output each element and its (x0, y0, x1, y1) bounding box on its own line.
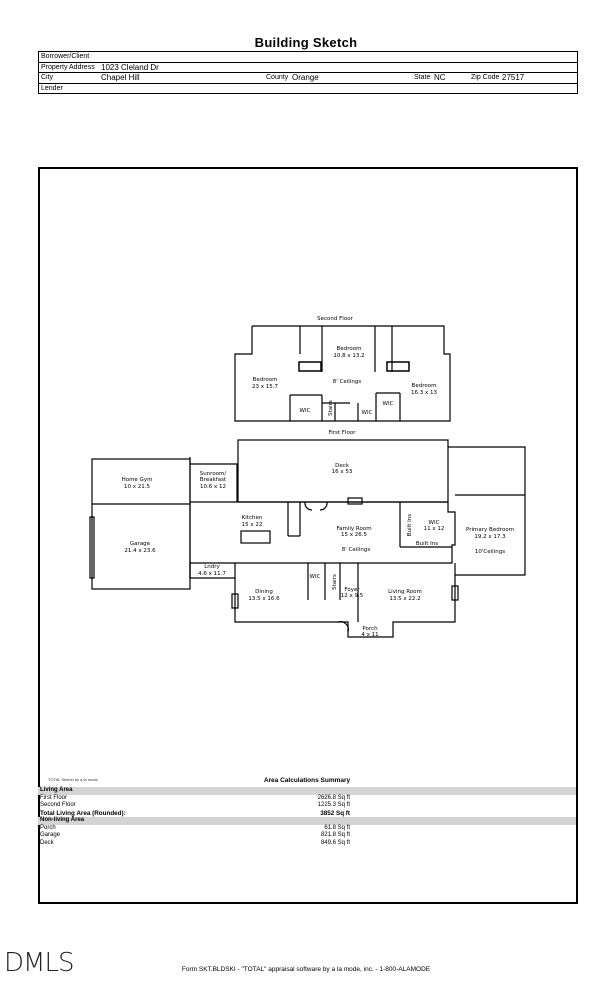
second-floor-label: Second Floor (317, 316, 353, 322)
living-area-header: Living Area (38, 787, 576, 795)
area-calculations-summary: TOTAL Sketch by a la mode Area Calculati… (38, 777, 576, 847)
svg-text:10.6 x 12: 10.6 x 12 (200, 484, 226, 490)
city-label: City (41, 74, 54, 81)
svg-text:10'Ceilings: 10'Ceilings (475, 549, 505, 555)
svg-text:Bedroom: Bedroom (253, 377, 278, 383)
svg-text:19.2 x 17.3: 19.2 x 17.3 (474, 534, 506, 540)
nonliving-area-header: Non-living Area (38, 817, 576, 825)
property-header-table: Borrower/Client Property Address 1023 Cl… (38, 51, 578, 94)
svg-text:Stairs: Stairs (332, 574, 338, 590)
svg-text:Lndry: Lndry (204, 564, 220, 570)
svg-text:Home Gym: Home Gym (122, 477, 153, 483)
svg-text:WIC: WIC (383, 401, 394, 407)
svg-text:Deck: Deck (335, 463, 350, 469)
lender-row: Lender (39, 84, 577, 94)
address-value: 1023 Cleland Dr (101, 62, 159, 72)
svg-text:WIC: WIC (310, 574, 321, 580)
svg-text:Built Ins: Built Ins (416, 541, 438, 547)
city-row: City Chapel Hill County Orange State NC … (39, 73, 577, 84)
svg-text:Breakfast: Breakfast (200, 477, 227, 483)
svg-text:Dining: Dining (255, 589, 273, 595)
svg-text:10 x 21.5: 10 x 21.5 (124, 484, 150, 490)
first-floor-label: First Floor (328, 430, 356, 436)
svg-text:15 x 22: 15 x 22 (242, 522, 263, 528)
county-label: County (266, 74, 289, 81)
svg-text:13.5 x 22.2: 13.5 x 22.2 (389, 596, 420, 602)
zip-label: Zip Code (471, 74, 500, 81)
svg-text:8' Ceilings: 8' Ceilings (342, 547, 371, 553)
document-title: Building Sketch (254, 35, 358, 50)
address-row: Property Address 1023 Cleland Dr (39, 62, 577, 73)
svg-text:Primary Bedroom: Primary Bedroom (466, 527, 514, 533)
svg-text:15 x 26.5: 15 x 26.5 (341, 532, 367, 538)
svg-text:16 x 53: 16 x 53 (332, 469, 353, 475)
svg-text:Porch: Porch (362, 626, 378, 632)
svg-text:Bedroom: Bedroom (412, 383, 437, 389)
svg-text:Family Room: Family Room (336, 526, 371, 532)
borrower-label: Borrower/Client (41, 53, 90, 60)
svg-text:Foyer: Foyer (344, 587, 360, 593)
svg-text:WIC: WIC (300, 408, 311, 414)
svg-text:21.4 x 23.6: 21.4 x 23.6 (124, 548, 156, 554)
summary-title: Area Calculations Summary (263, 777, 351, 784)
svg-text:Kitchen: Kitchen (242, 515, 263, 521)
dmls-logo: DMLS (4, 948, 74, 978)
svg-text:Built Ins: Built Ins (407, 514, 413, 536)
sketch-credit: TOTAL Sketch by a la mode (48, 777, 98, 782)
state-label: State (414, 74, 431, 81)
zip-value: 27517 (502, 73, 525, 82)
svg-text:23 x 15.7: 23 x 15.7 (252, 384, 278, 390)
svg-text:WIC: WIC (362, 410, 373, 416)
svg-text:10.8 x 13.2: 10.8 x 13.2 (333, 353, 364, 359)
svg-text:Sunroom/: Sunroom/ (200, 471, 227, 477)
address-label: Property Address (41, 63, 95, 71)
svg-text:4 x 11: 4 x 11 (361, 632, 378, 638)
borrower-row: Borrower/Client (39, 52, 577, 63)
total-living-row: Total Living Area (Rounded):3852 Sq ft (40, 809, 350, 817)
svg-text:Bedroom: Bedroom (337, 346, 362, 352)
county-value: Orange (292, 73, 319, 82)
svg-text:WIC: WIC (429, 520, 440, 526)
state-value: NC (434, 73, 446, 82)
svg-text:Garage: Garage (130, 541, 151, 547)
city-value: Chapel Hill (101, 73, 140, 82)
svg-text:8' Ceilings: 8' Ceilings (333, 379, 362, 385)
svg-text:4.6 x 11.7: 4.6 x 11.7 (198, 571, 226, 577)
svg-text:16.3 x 13: 16.3 x 13 (411, 390, 437, 396)
svg-text:11 x 12: 11 x 12 (424, 526, 445, 532)
svg-text:Living Room: Living Room (388, 589, 422, 595)
form-footer: Form SKT.BLDSKI - "TOTAL" appraisal soft… (181, 966, 431, 973)
svg-text:12 x 9.5: 12 x 9.5 (341, 593, 364, 599)
svg-text:13.5 x 16.6: 13.5 x 16.6 (248, 596, 280, 602)
svg-text:Stairs: Stairs (328, 400, 334, 416)
lender-label: Lender (41, 84, 63, 92)
sketch-frame (38, 167, 578, 904)
